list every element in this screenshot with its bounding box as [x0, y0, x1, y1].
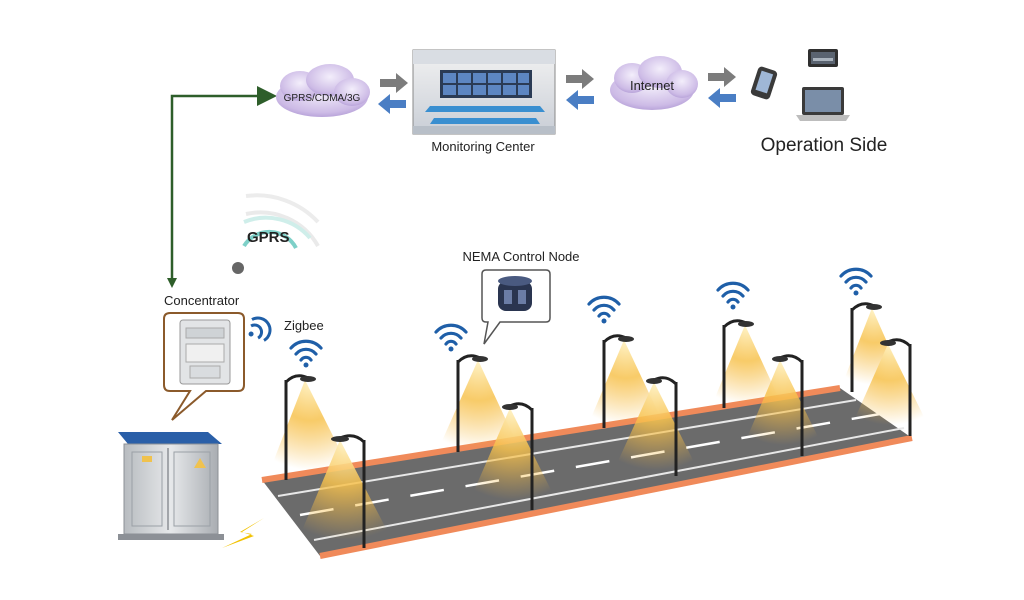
internet-cloud: Internet — [610, 56, 698, 110]
concentrator-link-arrow-down — [167, 278, 177, 288]
cloud-icon — [276, 64, 370, 117]
street-light — [744, 354, 822, 456]
street-light — [614, 376, 698, 476]
gprs-signal-arcs — [242, 193, 320, 250]
nema-node-device-image — [498, 276, 532, 311]
gprs-cdma-3g-cloud: GPRS/CDMA/3G — [276, 64, 370, 117]
smartphone-icon — [750, 66, 778, 100]
exchange-arrows-1 — [378, 73, 408, 114]
transformer-cabinet — [118, 432, 224, 540]
wifi-icon — [289, 339, 323, 368]
wifi-icon — [248, 316, 272, 342]
monitoring-center-image — [412, 49, 556, 135]
laptop-icon — [796, 87, 850, 121]
zigbee-label: Zigbee — [284, 318, 324, 333]
network-cloud-label: GPRS/CDMA/3G — [284, 93, 361, 104]
street-light — [852, 338, 928, 436]
monitoring-center-label: Monitoring Center — [431, 139, 535, 154]
internet-cloud-label: Internet — [630, 78, 674, 93]
lightning-icon — [222, 518, 264, 548]
concentrator-link-line — [170, 86, 277, 285]
cloud-icon — [610, 56, 698, 110]
nema-node-callout — [481, 269, 551, 345]
operation-side-label: Operation Side — [761, 135, 888, 156]
street-light — [298, 434, 392, 548]
street-lights — [270, 302, 928, 548]
concentrator-label: Concentrator — [164, 293, 240, 308]
street-light — [270, 374, 350, 480]
gprs-label: GPRS — [247, 229, 290, 246]
light-wifi-signals — [289, 267, 873, 368]
tablet-icon — [808, 49, 838, 67]
street-light — [438, 354, 520, 452]
exchange-arrows-2 — [566, 69, 594, 110]
street-light — [712, 319, 782, 408]
meter-device-image — [179, 319, 231, 385]
nema-node-label: NEMA Control Node — [462, 249, 579, 264]
zigbee-signal — [248, 316, 272, 342]
wifi-icon — [434, 323, 468, 352]
wifi-icon — [839, 267, 873, 296]
street-light — [470, 402, 556, 510]
wifi-icon — [716, 281, 750, 310]
exchange-arrows-3 — [708, 67, 736, 108]
concentrator-callout — [163, 312, 245, 421]
wifi-icon — [587, 295, 621, 324]
gprs-source-dot — [232, 262, 244, 274]
